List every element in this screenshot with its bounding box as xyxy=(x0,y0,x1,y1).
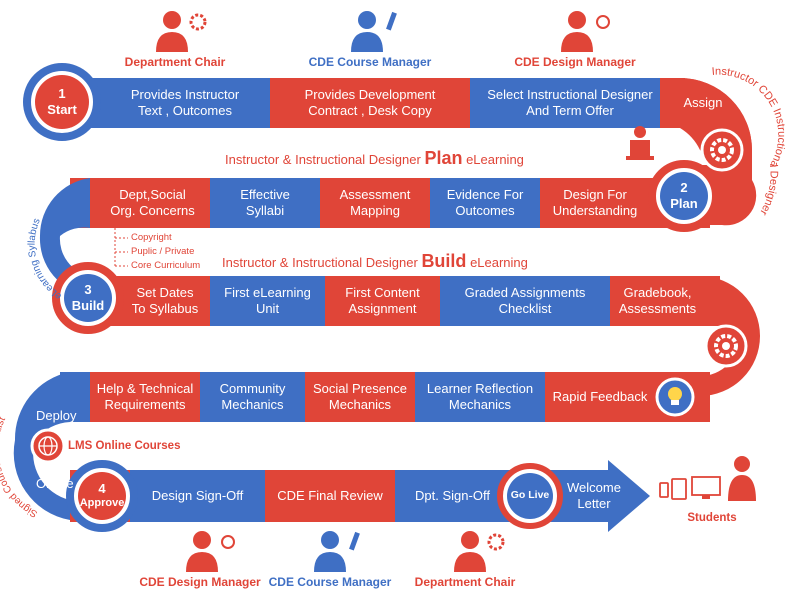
role-department-chair-bottom: Department Chair xyxy=(414,575,516,589)
arrow-head xyxy=(608,460,650,532)
person-lightbulb-icon xyxy=(186,531,235,572)
row3-segment: Set Dates To Syllabus xyxy=(131,285,199,316)
monitor-icon xyxy=(691,476,721,496)
deploy-label: Deploy xyxy=(36,408,77,423)
start-step: 1 Start xyxy=(35,86,89,118)
row5-segment: CDE Final Review xyxy=(277,488,383,503)
row4-segment: Community Mechanics xyxy=(219,381,286,412)
row3-segment: First eLearning Unit xyxy=(224,285,311,316)
role-course-manager-bottom: CDE Course Manager xyxy=(268,575,392,589)
step-number: 2 xyxy=(680,180,688,195)
person-gear-icon xyxy=(156,11,207,52)
role-design-manager-bottom: CDE Design Manager xyxy=(139,575,261,589)
row1-segment: Provides Instructor Text , Outcomes xyxy=(130,87,240,118)
person-pen-icon xyxy=(351,11,397,52)
design-manager-bottom xyxy=(180,528,240,577)
lms-label: LMS Online Courses xyxy=(68,440,181,452)
row1-segment: Provides Development Contract , Desk Cop… xyxy=(304,87,436,118)
row2-segment: Effective Syllabi xyxy=(240,187,290,218)
plan-header: Instructor & Instructional Designer Plan… xyxy=(225,148,524,168)
go-live-label: Go Live xyxy=(510,489,550,501)
course-manager-bottom xyxy=(308,528,368,577)
students-label: Students xyxy=(687,512,737,524)
department-chair-top xyxy=(150,8,210,57)
role-department-chair-top: Department Chair xyxy=(124,55,226,69)
role-design-manager-top: CDE Design Manager xyxy=(514,55,636,69)
row1-segment: Select Instructional Designer And Term O… xyxy=(487,87,653,118)
person-pen-icon xyxy=(314,531,360,572)
row4-segment: Help & Technical Requirements xyxy=(96,381,194,412)
row3-segment: Gradebook, Assessments xyxy=(618,285,697,316)
row4-segment: Learner Reflection Mechanics xyxy=(426,381,534,412)
department-chair-bottom xyxy=(448,528,508,577)
step-label: Plan xyxy=(670,196,698,211)
row2-segment: Assessment Mapping xyxy=(339,187,411,218)
course-manager-top xyxy=(345,8,405,57)
students-devices xyxy=(658,453,768,513)
syllabus-item: Puplic / Private xyxy=(131,246,195,257)
row1-segment: Assign xyxy=(683,95,723,110)
globe-icon xyxy=(30,428,66,464)
syllabus-items: Copyright Puplic / Private Core Curricul… xyxy=(131,231,200,273)
design-manager-top xyxy=(555,8,615,57)
row4-segment: Social Presence Mechanics xyxy=(313,381,407,412)
row3-segment: First Content Assignment xyxy=(345,285,420,316)
instructor-podium-icon xyxy=(626,126,654,160)
step-number: 4 xyxy=(98,481,106,496)
online-label: Online xyxy=(36,476,74,491)
step-label: Start xyxy=(47,102,77,117)
role-course-manager-top: CDE Course Manager xyxy=(308,55,432,69)
person-lightbulb-icon xyxy=(561,11,610,52)
step-label: Approve xyxy=(79,497,125,509)
gear-icon xyxy=(704,324,748,368)
step-label: Build xyxy=(71,298,105,313)
tablet-icon xyxy=(671,478,687,500)
row4-segment: Rapid Feedback xyxy=(552,389,648,404)
row5-segment: Design Sign-Off xyxy=(151,488,244,503)
row2-segment: Dept,Social Org. Concerns xyxy=(110,187,195,218)
person-gear-icon xyxy=(454,531,505,572)
approve-step: 4 Approve xyxy=(78,482,126,510)
lightbulb-icon xyxy=(655,377,695,417)
build-header: Instructor & Instructional Designer Buil… xyxy=(222,251,528,271)
plan-step: 2 Plan xyxy=(660,180,708,212)
student-person-icon xyxy=(728,456,756,501)
step-number: 3 xyxy=(84,282,92,297)
welcome-letter-label: Welcome Letter xyxy=(567,480,621,511)
phone-icon xyxy=(659,482,669,498)
syllabus-item: Core Curriculum xyxy=(131,260,201,271)
build-step: 3 Build xyxy=(64,282,112,314)
gear-icon xyxy=(700,128,744,172)
row5-segment: Dpt. Sign-Off xyxy=(415,488,490,503)
row2-segment: Evidence For Outcomes xyxy=(446,187,524,218)
row2-segment: Design For Understanding xyxy=(552,187,638,218)
row3-segment: Graded Assignments Checklist xyxy=(464,285,586,316)
step-number: 1 xyxy=(58,86,66,101)
syllabus-item: Copyright xyxy=(131,232,172,243)
